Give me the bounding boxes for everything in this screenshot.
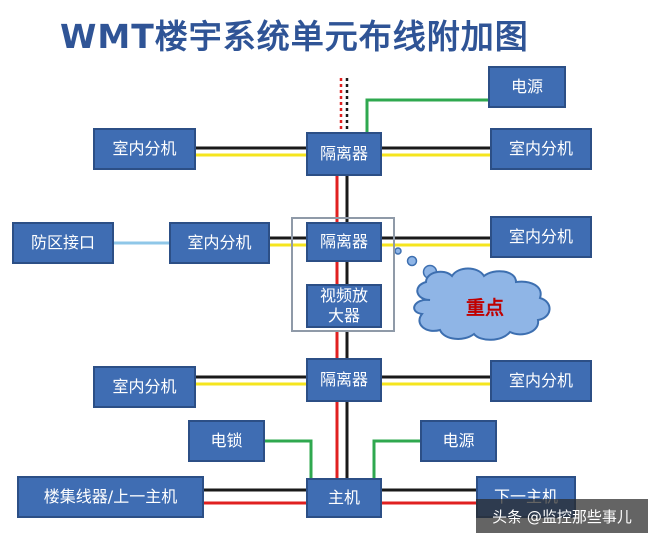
isolator-1[interactable]: 隔离器 xyxy=(306,132,382,176)
power-bottom-box[interactable]: 电源 xyxy=(420,420,497,462)
thought-bubble-2 xyxy=(406,255,418,267)
video-amp-frame xyxy=(291,217,395,332)
isolator-3[interactable]: 隔离器 xyxy=(306,358,382,402)
video-amplifier[interactable]: 视频放 大器 xyxy=(306,284,382,328)
indoor-unit-right-3[interactable]: 室内分机 xyxy=(490,360,592,402)
wire-elock xyxy=(265,439,313,478)
zone-interface-box[interactable]: 防区接口 xyxy=(12,222,114,264)
diagram-title: WMT楼宇系统单元布线附加图 xyxy=(60,17,529,56)
watermark: 头条 @监控那些事儿 xyxy=(476,499,648,533)
indoor-unit-right-2[interactable]: 室内分机 xyxy=(490,216,592,258)
isolator-2[interactable]: 隔离器 xyxy=(306,222,382,262)
connector-upper-host-box[interactable]: 楼集线器/上一主机 xyxy=(17,476,204,518)
electric-lock-box[interactable]: 电锁 xyxy=(188,420,265,462)
thought-bubble-1 xyxy=(394,247,402,255)
wire-power-top xyxy=(365,98,488,132)
highlight-cloud xyxy=(413,267,551,341)
indoor-unit-left-3[interactable]: 室内分机 xyxy=(93,366,196,408)
wire-power-bottom xyxy=(372,439,420,478)
indoor-unit-right-1[interactable]: 室内分机 xyxy=(490,128,592,170)
highlight-label: 重点 xyxy=(465,296,504,319)
host-box[interactable]: 主机 xyxy=(306,478,382,518)
indoor-unit-left-1[interactable]: 室内分机 xyxy=(93,128,196,170)
indoor-unit-left-2[interactable]: 室内分机 xyxy=(169,222,270,264)
power-top-box[interactable]: 电源 xyxy=(488,66,566,108)
